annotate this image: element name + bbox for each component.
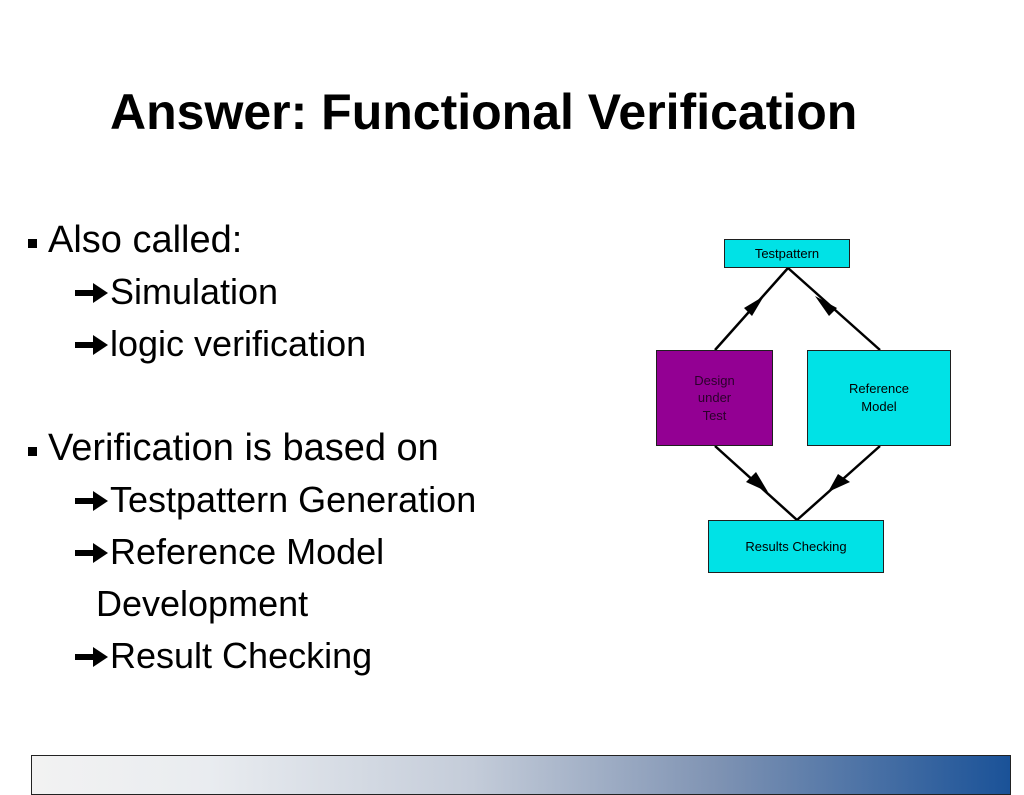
sub-bullet-item: Reference Model: [22, 526, 582, 578]
arrowhead-icon: [746, 472, 768, 492]
square-bullet-icon: [28, 239, 37, 248]
arrowhead-icon: [815, 296, 837, 316]
design-under-test-node: Design under Test: [656, 350, 773, 446]
sub-bullet-item: logic verification: [22, 318, 582, 370]
right-arrow-icon: [75, 283, 108, 303]
sub-bullet-text: Result Checking: [110, 635, 373, 676]
sub-bullet-text: logic verification: [110, 323, 367, 364]
results-checking-label: Results Checking: [745, 538, 847, 554]
sub-bullet-text: Testpattern Generation: [110, 479, 477, 520]
testpattern-label: Testpattern: [754, 245, 820, 261]
bullet-text: Verification is based on: [48, 427, 439, 469]
sub-bullet-text: Simulation: [110, 271, 279, 312]
arrowhead-icon: [828, 474, 850, 492]
design-under-test-label: Design under Test: [694, 372, 735, 423]
sub-bullet-item: Simulation: [22, 266, 582, 318]
bullet-item: Also called:: [22, 214, 582, 266]
sub-bullet-text: Development: [96, 583, 309, 624]
bullet-list: Also called: Simulation logic verificati…: [22, 214, 582, 682]
square-bullet-icon: [28, 447, 37, 456]
sub-bullet-continuation: Development: [22, 578, 582, 630]
right-arrow-icon: [75, 491, 108, 511]
right-arrow-icon: [75, 543, 108, 563]
sub-bullet-text: Reference Model: [110, 531, 385, 572]
sub-bullet-item: Result Checking: [22, 630, 582, 682]
bullet-text: Also called:: [48, 219, 243, 261]
right-arrow-icon: [75, 335, 108, 355]
footer-gradient-bar: [31, 755, 1011, 795]
slide-title: Answer: Functional Verification: [110, 84, 858, 140]
right-arrow-icon: [75, 647, 108, 667]
bullet-item: Verification is based on: [22, 422, 582, 474]
results-checking-node: Results Checking: [708, 520, 884, 573]
sub-bullet-item: Testpattern Generation: [22, 474, 582, 526]
reference-model-label: Reference Model: [849, 381, 909, 414]
arrowhead-icon: [744, 296, 764, 316]
reference-model-node: Reference Model: [807, 350, 951, 446]
testpattern-node: Testpattern: [724, 239, 850, 268]
